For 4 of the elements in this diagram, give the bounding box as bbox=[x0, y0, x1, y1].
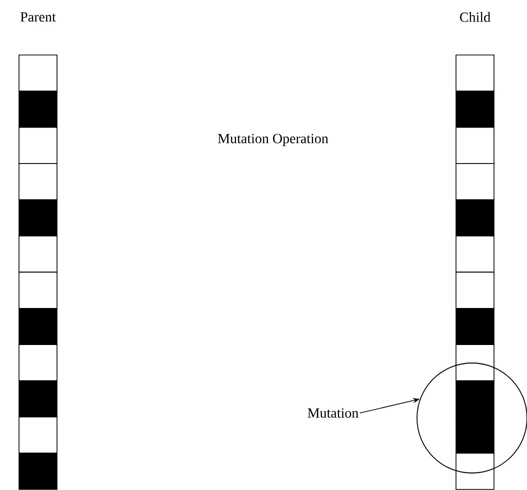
node-label: Mutation bbox=[308, 408, 358, 418]
label: Child bbox=[460, 12, 490, 22]
label: Parent bbox=[20, 12, 56, 22]
label: Mutation Operation bbox=[218, 134, 328, 146]
